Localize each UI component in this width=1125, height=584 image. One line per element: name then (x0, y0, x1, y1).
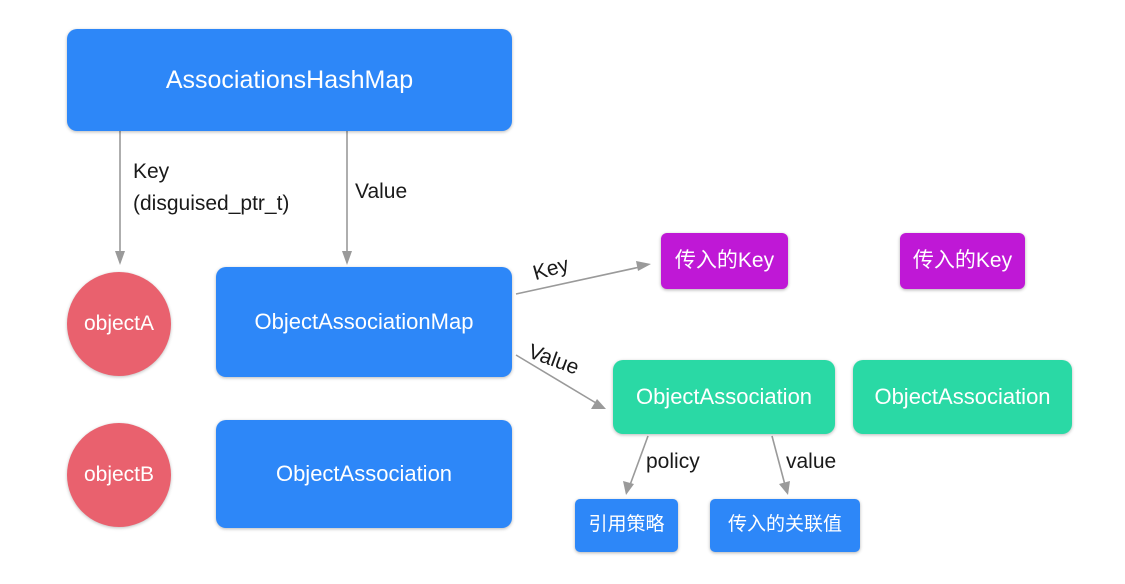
node-passed-associated-value[interactable]: 传入的关联值 (710, 499, 860, 552)
node-label: ObjectAssociation (874, 383, 1051, 409)
node-label: ObjectAssociation (275, 460, 453, 486)
node-passed-key-2[interactable]: 传入的Key (900, 233, 1025, 289)
node-label: objectA (83, 312, 155, 336)
edge-hashmap-to-objectassociationmap (342, 131, 352, 265)
node-object-association-left[interactable]: ObjectAssociation (216, 420, 512, 528)
edge-label-value: Value (355, 180, 408, 203)
edge-label-value-bottom: value (786, 450, 837, 473)
edge-association-to-policy (623, 435, 649, 495)
node-label: 引用策略 (588, 514, 665, 536)
node-label: ObjectAssociationMap (254, 308, 474, 334)
edge-label-key: Key (disguised_ptr_t) (133, 160, 289, 216)
node-object-a[interactable]: objectA (67, 272, 171, 376)
node-label: 传入的Key (912, 249, 1013, 273)
edge-hashmap-to-objecta (115, 131, 125, 265)
node-label: 传入的Key (674, 249, 775, 273)
node-label: objectB (83, 463, 155, 487)
edge-label-value-right: Value (525, 340, 583, 380)
node-object-b[interactable]: objectB (67, 423, 171, 527)
node-associations-hash-map[interactable]: AssociationsHashMap (67, 29, 512, 131)
edge-label-key-right: Key (530, 252, 572, 286)
edge-label-policy: policy (646, 450, 700, 473)
edge-label-key-line1: Key (133, 160, 170, 183)
node-object-association-1[interactable]: ObjectAssociation (613, 360, 835, 434)
node-passed-key-1[interactable]: 传入的Key (661, 233, 788, 289)
node-reference-policy[interactable]: 引用策略 (575, 499, 678, 552)
edge-label-key-line2: (disguised_ptr_t) (133, 192, 290, 215)
node-label: 传入的关联值 (727, 514, 842, 536)
node-object-association-2[interactable]: ObjectAssociation (853, 360, 1072, 434)
node-object-association-map[interactable]: ObjectAssociationMap (216, 267, 512, 377)
node-label: ObjectAssociation (635, 383, 813, 409)
node-label: AssociationsHashMap (165, 66, 414, 94)
